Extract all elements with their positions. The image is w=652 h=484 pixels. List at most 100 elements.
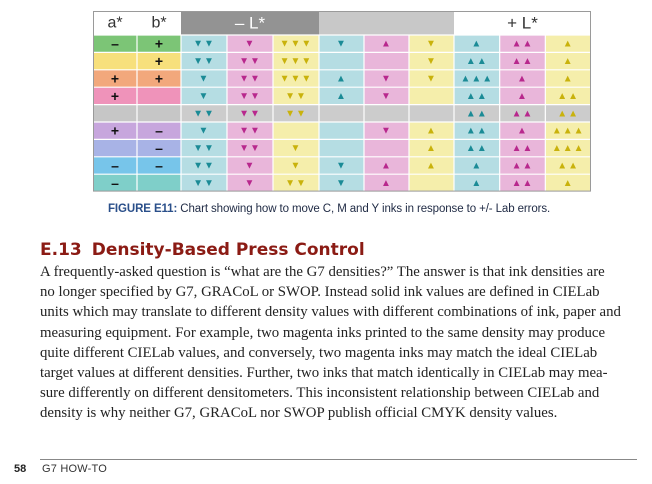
section-number: E.13	[40, 240, 82, 260]
adjust-cell	[181, 156, 227, 175]
adjust-symbol: ▼	[426, 39, 437, 50]
adjust-symbol: ▲▲	[466, 143, 488, 154]
adjust-cell	[545, 174, 591, 192]
adjust-cell	[545, 35, 591, 53]
section-title: Density-Based Press Control	[91, 240, 365, 260]
adjust-symbol: ▼	[381, 126, 392, 137]
adjust-cell	[499, 139, 546, 157]
adjust-cell	[319, 139, 364, 157]
adjust-cell	[409, 87, 454, 105]
adjust-symbol: ▲	[381, 178, 392, 189]
adjust-cell	[227, 104, 273, 122]
adjust-symbol: ▲	[563, 178, 574, 189]
adjust-symbol: ▲▲▲	[460, 74, 493, 85]
adjust-symbol: ▼▼	[285, 178, 307, 189]
adjust-symbol: ▼▼	[193, 56, 215, 67]
adjust-symbol: ▲▲	[466, 91, 488, 102]
adjust-symbol: ▼▼	[285, 108, 307, 119]
ink-correction-chart: a*b*– L*+ L*–+▼▼▼▼▼▼▼▲▼▲▲▲▲+▼▼▼▼▼▼▼▼▲▲▲▲…	[93, 11, 591, 192]
adjust-symbol: ▼▼	[193, 161, 215, 172]
adjust-cell	[227, 139, 273, 157]
adjust-cell	[319, 156, 364, 175]
adjust-cell	[364, 52, 409, 70]
header-zero-l-bg	[319, 11, 454, 35]
adjust-cell	[499, 122, 546, 140]
adjust-cell	[545, 122, 591, 140]
row-b-sign: +	[155, 71, 163, 87]
adjust-cell	[364, 87, 409, 105]
adjust-symbol: ▲	[471, 39, 482, 50]
adjust-symbol: ▼▼	[193, 39, 215, 50]
body-line: A frequently-asked question is “what are…	[40, 264, 605, 280]
figure-caption-text: Chart showing how to move C, M and Y ink…	[177, 203, 551, 215]
adjust-symbol: ▼▼	[193, 108, 215, 119]
adjust-symbol: ▼	[245, 161, 256, 172]
adjust-symbol: ▼	[199, 126, 210, 137]
adjust-cell	[454, 35, 500, 53]
adjust-cell	[273, 87, 319, 105]
adjust-cell	[273, 174, 319, 192]
row-a-sign: –	[111, 158, 119, 174]
row-a-sign: –	[111, 175, 119, 191]
adjust-cell	[364, 104, 409, 122]
adjust-symbol: ▼	[336, 39, 347, 50]
adjust-cell	[454, 69, 500, 88]
adjust-cell	[227, 52, 273, 70]
adjust-cell	[545, 69, 591, 88]
adjust-cell	[364, 122, 409, 140]
adjust-cell	[499, 174, 546, 192]
adjust-cell	[454, 156, 500, 175]
adjust-symbol: ▲	[381, 161, 392, 172]
adjust-symbol: ▼	[336, 178, 347, 189]
adjust-cell	[545, 139, 591, 157]
body-line: quite different CIELab values, and conve…	[40, 344, 598, 361]
header-minus-l-label: – L*	[235, 14, 266, 33]
adjust-symbol: ▲	[426, 161, 437, 172]
body-line: measuring equipment. For example, two ma…	[40, 324, 606, 341]
adjust-symbol: ▼▼▼	[280, 39, 313, 50]
adjust-cell	[409, 139, 454, 157]
body-line: density is why neither G7, GRACoL nor SW…	[40, 405, 558, 422]
body-line: target values at different densities. Fu…	[40, 365, 608, 382]
row-b-sign: +	[155, 36, 163, 52]
adjust-symbol: ▼▼	[239, 108, 261, 119]
adjust-cell	[454, 104, 500, 122]
adjust-cell	[499, 52, 546, 70]
adjust-cell	[273, 52, 319, 70]
adjust-symbol: ▼▼	[285, 91, 307, 102]
row-a-sign: +	[111, 88, 119, 104]
adjust-symbol: ▲	[426, 143, 437, 154]
adjust-cell	[499, 156, 546, 175]
adjust-symbol: ▲	[471, 161, 482, 172]
adjust-symbol: ▲	[563, 39, 574, 50]
adjust-symbol: ▼	[381, 74, 392, 85]
adjust-symbol: ▲	[517, 126, 528, 137]
adjust-symbol: ▲▲▲	[552, 143, 585, 154]
adjust-cell	[545, 52, 591, 70]
adjust-cell	[364, 156, 409, 175]
adjust-cell	[454, 122, 500, 140]
adjust-cell	[454, 139, 500, 157]
adjust-symbol: ▼▼	[239, 74, 261, 85]
adjust-symbol: ▲	[336, 74, 347, 85]
adjust-symbol: ▼	[245, 178, 256, 189]
adjust-cell	[364, 35, 409, 53]
adjust-symbol: ▲	[426, 126, 437, 137]
body-line: no longer specified by G7, GRACoL or SWO…	[40, 284, 600, 301]
adjust-symbol: ▲▲	[512, 161, 534, 172]
adjust-cell	[409, 52, 454, 70]
adjust-symbol: ▼	[245, 39, 256, 50]
adjust-cell	[409, 122, 454, 140]
adjust-symbol: ▼▼▼	[280, 56, 313, 67]
adjust-cell	[181, 139, 227, 157]
adjust-cell	[273, 139, 319, 157]
adjust-symbol: ▲	[517, 74, 528, 85]
adjust-symbol: ▲▲	[512, 178, 534, 189]
adjust-symbol: ▼	[199, 91, 210, 102]
adjust-symbol: ▼	[291, 143, 302, 154]
adjust-cell	[181, 122, 227, 140]
adjust-symbol: ▲▲	[466, 108, 488, 119]
body-paragraph: A frequently-asked question is “what are…	[40, 262, 636, 424]
adjust-cell	[409, 174, 454, 192]
adjust-cell	[319, 69, 364, 88]
